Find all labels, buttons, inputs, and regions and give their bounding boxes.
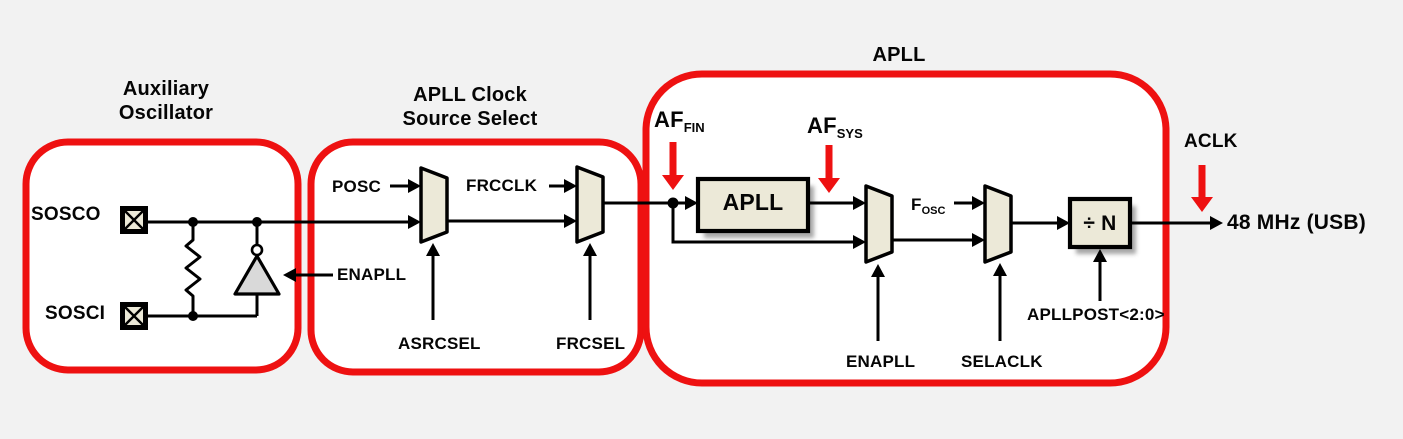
arrowhead-mux3-lower — [853, 235, 866, 249]
aux-oscillator-title-line1: Auxiliary — [122, 78, 210, 100]
arrowhead-apllpost — [1093, 249, 1107, 262]
arrowhead-output — [1210, 216, 1223, 230]
sosco-pin-icon — [120, 206, 148, 234]
sosco-pin-x — [124, 210, 144, 230]
sosco-label: SOSCO — [31, 204, 101, 225]
sosci-pin-icon — [120, 302, 148, 330]
apllpost-label: APLLPOST<2:0> — [1027, 305, 1165, 324]
asrcsel-mux — [419, 166, 449, 244]
apll-section-box — [642, 70, 1170, 387]
frcsel-label: FRCSEL — [556, 334, 626, 353]
aux-oscillator-title: Auxiliary Oscillator — [56, 77, 276, 125]
aclk-arrow-icon — [1191, 165, 1213, 212]
af-sys-arrow-stem — [825, 145, 833, 179]
div-n-label: ÷ N — [1083, 212, 1117, 235]
selaclk-mux — [983, 184, 1013, 264]
resistor-icon — [184, 222, 202, 316]
arrowhead-frcsel — [583, 243, 597, 256]
af-fin-label: AFFIN — [654, 107, 705, 135]
aux-oscillator-title-line2: Oscillator — [118, 102, 214, 124]
enapll-inverter-label: ENAPLL — [337, 265, 407, 284]
arrowhead-enapll-mux — [871, 264, 885, 277]
output-frequency-label: 48 MHz (USB) — [1227, 211, 1366, 234]
junction-dot — [188, 217, 198, 227]
clock-source-select-title: APLL Clock Source Select — [360, 83, 580, 131]
apll-block-label: APLL — [722, 189, 784, 215]
f-osc-base: F — [911, 195, 922, 214]
apll-section-title: APLL — [872, 44, 926, 66]
div-n-block — [1067, 196, 1133, 250]
af-fin-arrow-head — [662, 175, 684, 190]
sosci-pin-x — [124, 306, 144, 326]
enapll-mux — [864, 184, 894, 264]
af-sys-label: AFSYS — [807, 113, 863, 141]
af-sys-sub: SYS — [836, 126, 863, 141]
af-fin-base: AF — [654, 107, 684, 132]
arrowhead-mux1-lower — [408, 215, 421, 229]
arrowhead-mux1-upper — [408, 179, 421, 193]
wire-apll-bypass — [671, 203, 854, 244]
aclk-arrow-stem — [1198, 165, 1206, 198]
af-fin-arrow-stem — [669, 142, 677, 176]
f-osc-label: FOSC — [911, 195, 946, 217]
aclk-arrow-head — [1191, 197, 1213, 212]
junction-dot — [252, 217, 262, 227]
clock-source-select-box — [307, 138, 645, 376]
arrowhead-mux4-upper — [972, 196, 985, 210]
arrowhead-asrcsel — [426, 243, 440, 256]
asrcsel-label: ASRCSEL — [398, 334, 481, 353]
af-sys-arrow-icon — [818, 145, 840, 193]
arrowhead-mux2-upper — [564, 179, 577, 193]
junction-dot — [188, 311, 198, 321]
arrowhead-divn-in — [1057, 216, 1070, 230]
af-fin-arrow-icon — [662, 142, 684, 190]
enapll-mux-label: ENAPLL — [846, 352, 916, 371]
aux-oscillator-box — [22, 138, 302, 374]
arrowhead-inverter-enable — [283, 268, 296, 282]
posc-label: POSC — [332, 177, 381, 196]
frcsel-mux — [575, 165, 605, 244]
arrowhead-mux4-lower — [972, 233, 985, 247]
aclk-label: ACLK — [1184, 131, 1238, 152]
arrowhead-apll-in — [685, 196, 698, 210]
apll-block — [695, 176, 811, 234]
af-sys-arrow-head — [818, 178, 840, 193]
af-fin-sub: FIN — [683, 120, 705, 135]
af-sys-base: AF — [807, 113, 837, 138]
frcclk-label: FRCCLK — [466, 176, 538, 195]
sosci-label: SOSCI — [45, 303, 106, 324]
clock-source-select-title-line2: Source Select — [402, 108, 538, 130]
clock-source-select-title-line1: APLL Clock — [413, 84, 527, 106]
arrowhead-mux3-upper — [853, 196, 866, 210]
inverter-bubble — [250, 243, 264, 257]
arrowhead-selaclk — [993, 263, 1007, 276]
arrowhead-mux2-lower — [564, 214, 577, 228]
selaclk-label: SELACLK — [961, 352, 1043, 371]
f-osc-sub: OSC — [921, 205, 946, 217]
junction-dot — [667, 197, 679, 209]
inverter-icon — [233, 222, 281, 316]
